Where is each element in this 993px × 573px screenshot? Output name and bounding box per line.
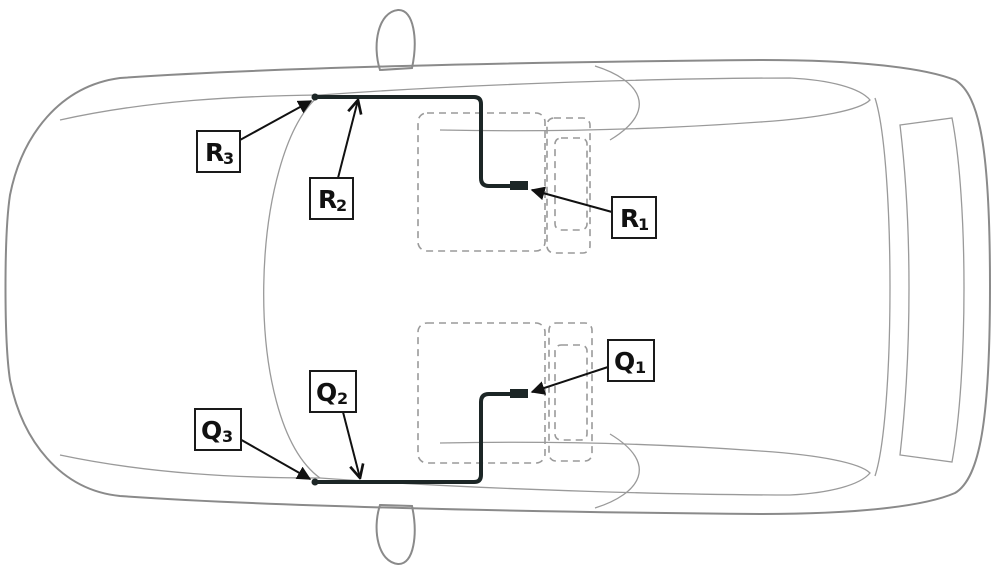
roof-line-top <box>319 77 871 132</box>
label-q3: Q 3 <box>194 408 242 451</box>
seatbelt-r-buckle <box>510 181 528 190</box>
arrow-r3 <box>239 100 313 141</box>
a-pillar-top <box>594 65 640 141</box>
arrow-q2 <box>342 411 360 478</box>
hood-panel <box>899 117 965 463</box>
label-q2: Q 2 <box>309 370 357 413</box>
label-r2: R 2 <box>309 177 354 220</box>
svg-text:R: R <box>620 204 639 233</box>
seatbelt-q <box>315 392 512 484</box>
svg-text:R: R <box>205 138 224 167</box>
arrow-q3 <box>237 437 312 480</box>
seat-top-right-inner <box>554 137 588 231</box>
seatbelt-q-anchor <box>311 478 319 486</box>
seat-top-right-outer <box>546 117 591 254</box>
arrow-r1 <box>530 186 613 213</box>
svg-text:2: 2 <box>336 196 347 215</box>
rear-deck-top <box>59 94 321 121</box>
roof-line-bottom <box>319 441 871 496</box>
seatbelt-q-buckle <box>510 389 528 398</box>
right-mirror <box>375 503 416 566</box>
seat-bottom-right-outer <box>548 322 593 462</box>
seatbelt-r <box>315 95 512 188</box>
label-r1: R 1 <box>611 196 657 239</box>
svg-text:3: 3 <box>223 149 234 168</box>
seat-bottom-right-inner <box>554 344 588 441</box>
seatbelt-r-anchor <box>311 93 319 101</box>
arrow-r2 <box>337 100 358 179</box>
a-pillar-bottom <box>594 433 640 509</box>
windshield <box>874 97 891 477</box>
left-mirror <box>375 8 416 72</box>
label-q1: Q 1 <box>607 339 655 382</box>
arrow-q1 <box>530 366 609 395</box>
rear-window-arc <box>263 94 321 479</box>
label-r3: R 3 <box>196 130 241 173</box>
svg-text:3: 3 <box>222 427 233 446</box>
car-body <box>4 58 992 516</box>
svg-text:1: 1 <box>635 358 646 377</box>
svg-text:R: R <box>318 185 337 214</box>
svg-text:2: 2 <box>337 389 348 408</box>
svg-text:Q: Q <box>614 347 635 376</box>
svg-text:Q: Q <box>316 378 337 407</box>
svg-text:Q: Q <box>201 416 222 445</box>
rear-deck-bottom <box>59 454 321 479</box>
svg-text:1: 1 <box>638 215 649 234</box>
